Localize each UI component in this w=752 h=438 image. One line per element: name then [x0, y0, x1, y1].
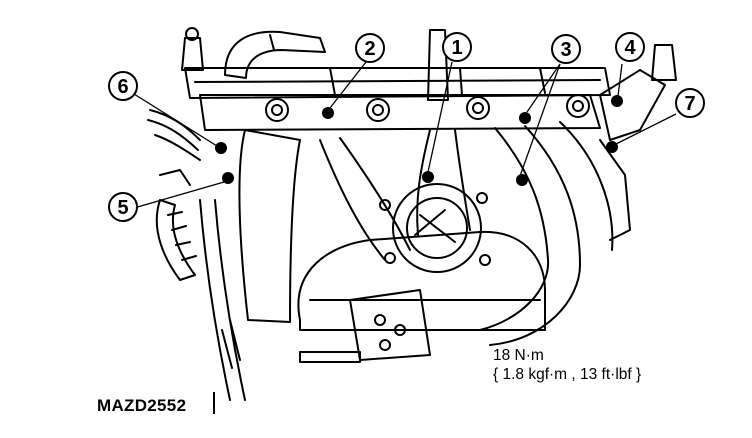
- plenum: [297, 230, 546, 331]
- callout-5-number: 5: [117, 197, 128, 219]
- fuel-rail: [184, 67, 611, 99]
- left-hose: [155, 199, 246, 401]
- callout-3-number: 3: [560, 39, 571, 61]
- callout-2-number: 2: [364, 38, 375, 60]
- callout-4-number: 4: [624, 37, 636, 59]
- callout-4: 4: [615, 32, 645, 62]
- callout-2: 2: [355, 33, 385, 63]
- callout-5: 5: [108, 192, 138, 222]
- callout-6: 6: [108, 71, 138, 101]
- leader-lines: [133, 61, 677, 209]
- torque-conversions: { 1.8 kgf·m , 13 ft·lbf }: [493, 366, 642, 383]
- manifold-flange: [199, 94, 601, 131]
- torque-specification: 18 N·m { 1.8 kgf·m , 13 ft·lbf }: [493, 346, 723, 384]
- nuts: [215, 95, 623, 186]
- callout-1: 1: [442, 32, 472, 62]
- torque-value: 18 N·m: [493, 347, 544, 364]
- intake-runners: [238, 121, 614, 346]
- figure-code: MAZD2552: [97, 396, 187, 415]
- lower-bracket: [221, 289, 431, 369]
- wiring-harness: [147, 109, 201, 186]
- callout-7: 7: [675, 88, 705, 118]
- callout-7-number: 7: [684, 93, 695, 115]
- right-bracket: [599, 69, 666, 241]
- upper-hose: [224, 30, 326, 79]
- throttle-body: [379, 183, 491, 273]
- fuel-injectors: [181, 27, 677, 101]
- callout-3: 3: [551, 34, 581, 64]
- callout-6-number: 6: [117, 76, 128, 98]
- callout-1-number: 1: [451, 37, 462, 59]
- callout-markers: 1 2 3 4 5 6 7: [108, 32, 705, 222]
